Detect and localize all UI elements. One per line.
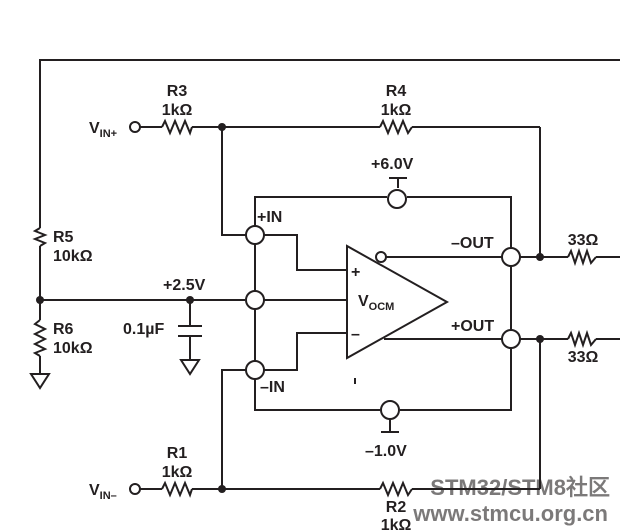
r1-value: 1kΩ (162, 464, 193, 481)
resistor-r3-zigzag (161, 118, 193, 136)
r2-name: R2 (386, 499, 407, 516)
ground-symbol-cap (179, 359, 201, 376)
pin-neg-supply (380, 400, 400, 420)
pin-pos-supply (387, 189, 407, 209)
neg-supply-label: –1.0V (365, 443, 407, 460)
junction-dot (218, 485, 226, 493)
resistor-r1-zigzag (161, 480, 193, 498)
junction-dot (536, 253, 544, 261)
junction-dot (536, 335, 544, 343)
pin-out-pos-label: +OUT (451, 318, 494, 335)
r6-name: R6 (53, 321, 74, 338)
wires (39, 59, 620, 490)
r-out-bottom-value: 33Ω (568, 349, 599, 366)
vin-pos-terminal (129, 121, 141, 133)
resistor-r4-zigzag (379, 118, 413, 136)
r1-name: R1 (167, 445, 188, 462)
resistor-r5-zigzag (32, 227, 48, 247)
r6-value: 10kΩ (53, 340, 93, 357)
junction-dot (186, 296, 194, 304)
r-out-top-value: 33Ω (568, 232, 599, 249)
r4-value: 1kΩ (381, 102, 412, 119)
capacitor-value: 0.1µF (123, 321, 164, 338)
mid-supply-label: +2.5V (163, 277, 206, 294)
junction-dot (218, 123, 226, 131)
pin-out-pos (501, 329, 521, 349)
resistor-r2-zigzag (379, 480, 413, 498)
resistor-r6-zigzag (32, 319, 48, 357)
pin-in-pos-label: +IN (257, 209, 282, 226)
pin-in-neg-label: –IN (260, 379, 285, 396)
pin-vocm (245, 290, 265, 310)
vocm-label: VOCM (358, 293, 394, 313)
pos-supply-label: +6.0V (371, 156, 414, 173)
junction-dot (36, 296, 44, 304)
amplifier-triangle (346, 244, 450, 360)
vin-neg-label: VIN– (89, 482, 117, 502)
vin-pos-label: VIN+ (89, 120, 117, 140)
pin-out-neg (501, 247, 521, 267)
r5-name: R5 (53, 229, 74, 246)
resistor-33-top-zigzag (567, 247, 597, 267)
pin-in-pos (245, 225, 265, 245)
amp-plus-sign: + (351, 264, 360, 281)
ground-symbol-left (29, 373, 51, 390)
inverting-output-bubble (375, 251, 387, 263)
pin-in-neg (245, 360, 265, 380)
watermark-line1: STM32/STM8社区 (430, 475, 610, 500)
amp-minus-sign: – (351, 326, 360, 343)
watermark-line2: www.stmcu.org.cn (412, 501, 608, 526)
r5-value: 10kΩ (53, 248, 93, 265)
vin-neg-terminal (129, 483, 141, 495)
r3-name: R3 (167, 83, 188, 100)
capacitor-symbol (178, 325, 202, 337)
r4-name: R4 (386, 83, 407, 100)
pin-out-neg-label: –OUT (451, 235, 494, 252)
resistor-33-bottom-zigzag (567, 329, 597, 349)
r3-value: 1kΩ (162, 102, 193, 119)
r2-value: 1kΩ (381, 517, 412, 531)
